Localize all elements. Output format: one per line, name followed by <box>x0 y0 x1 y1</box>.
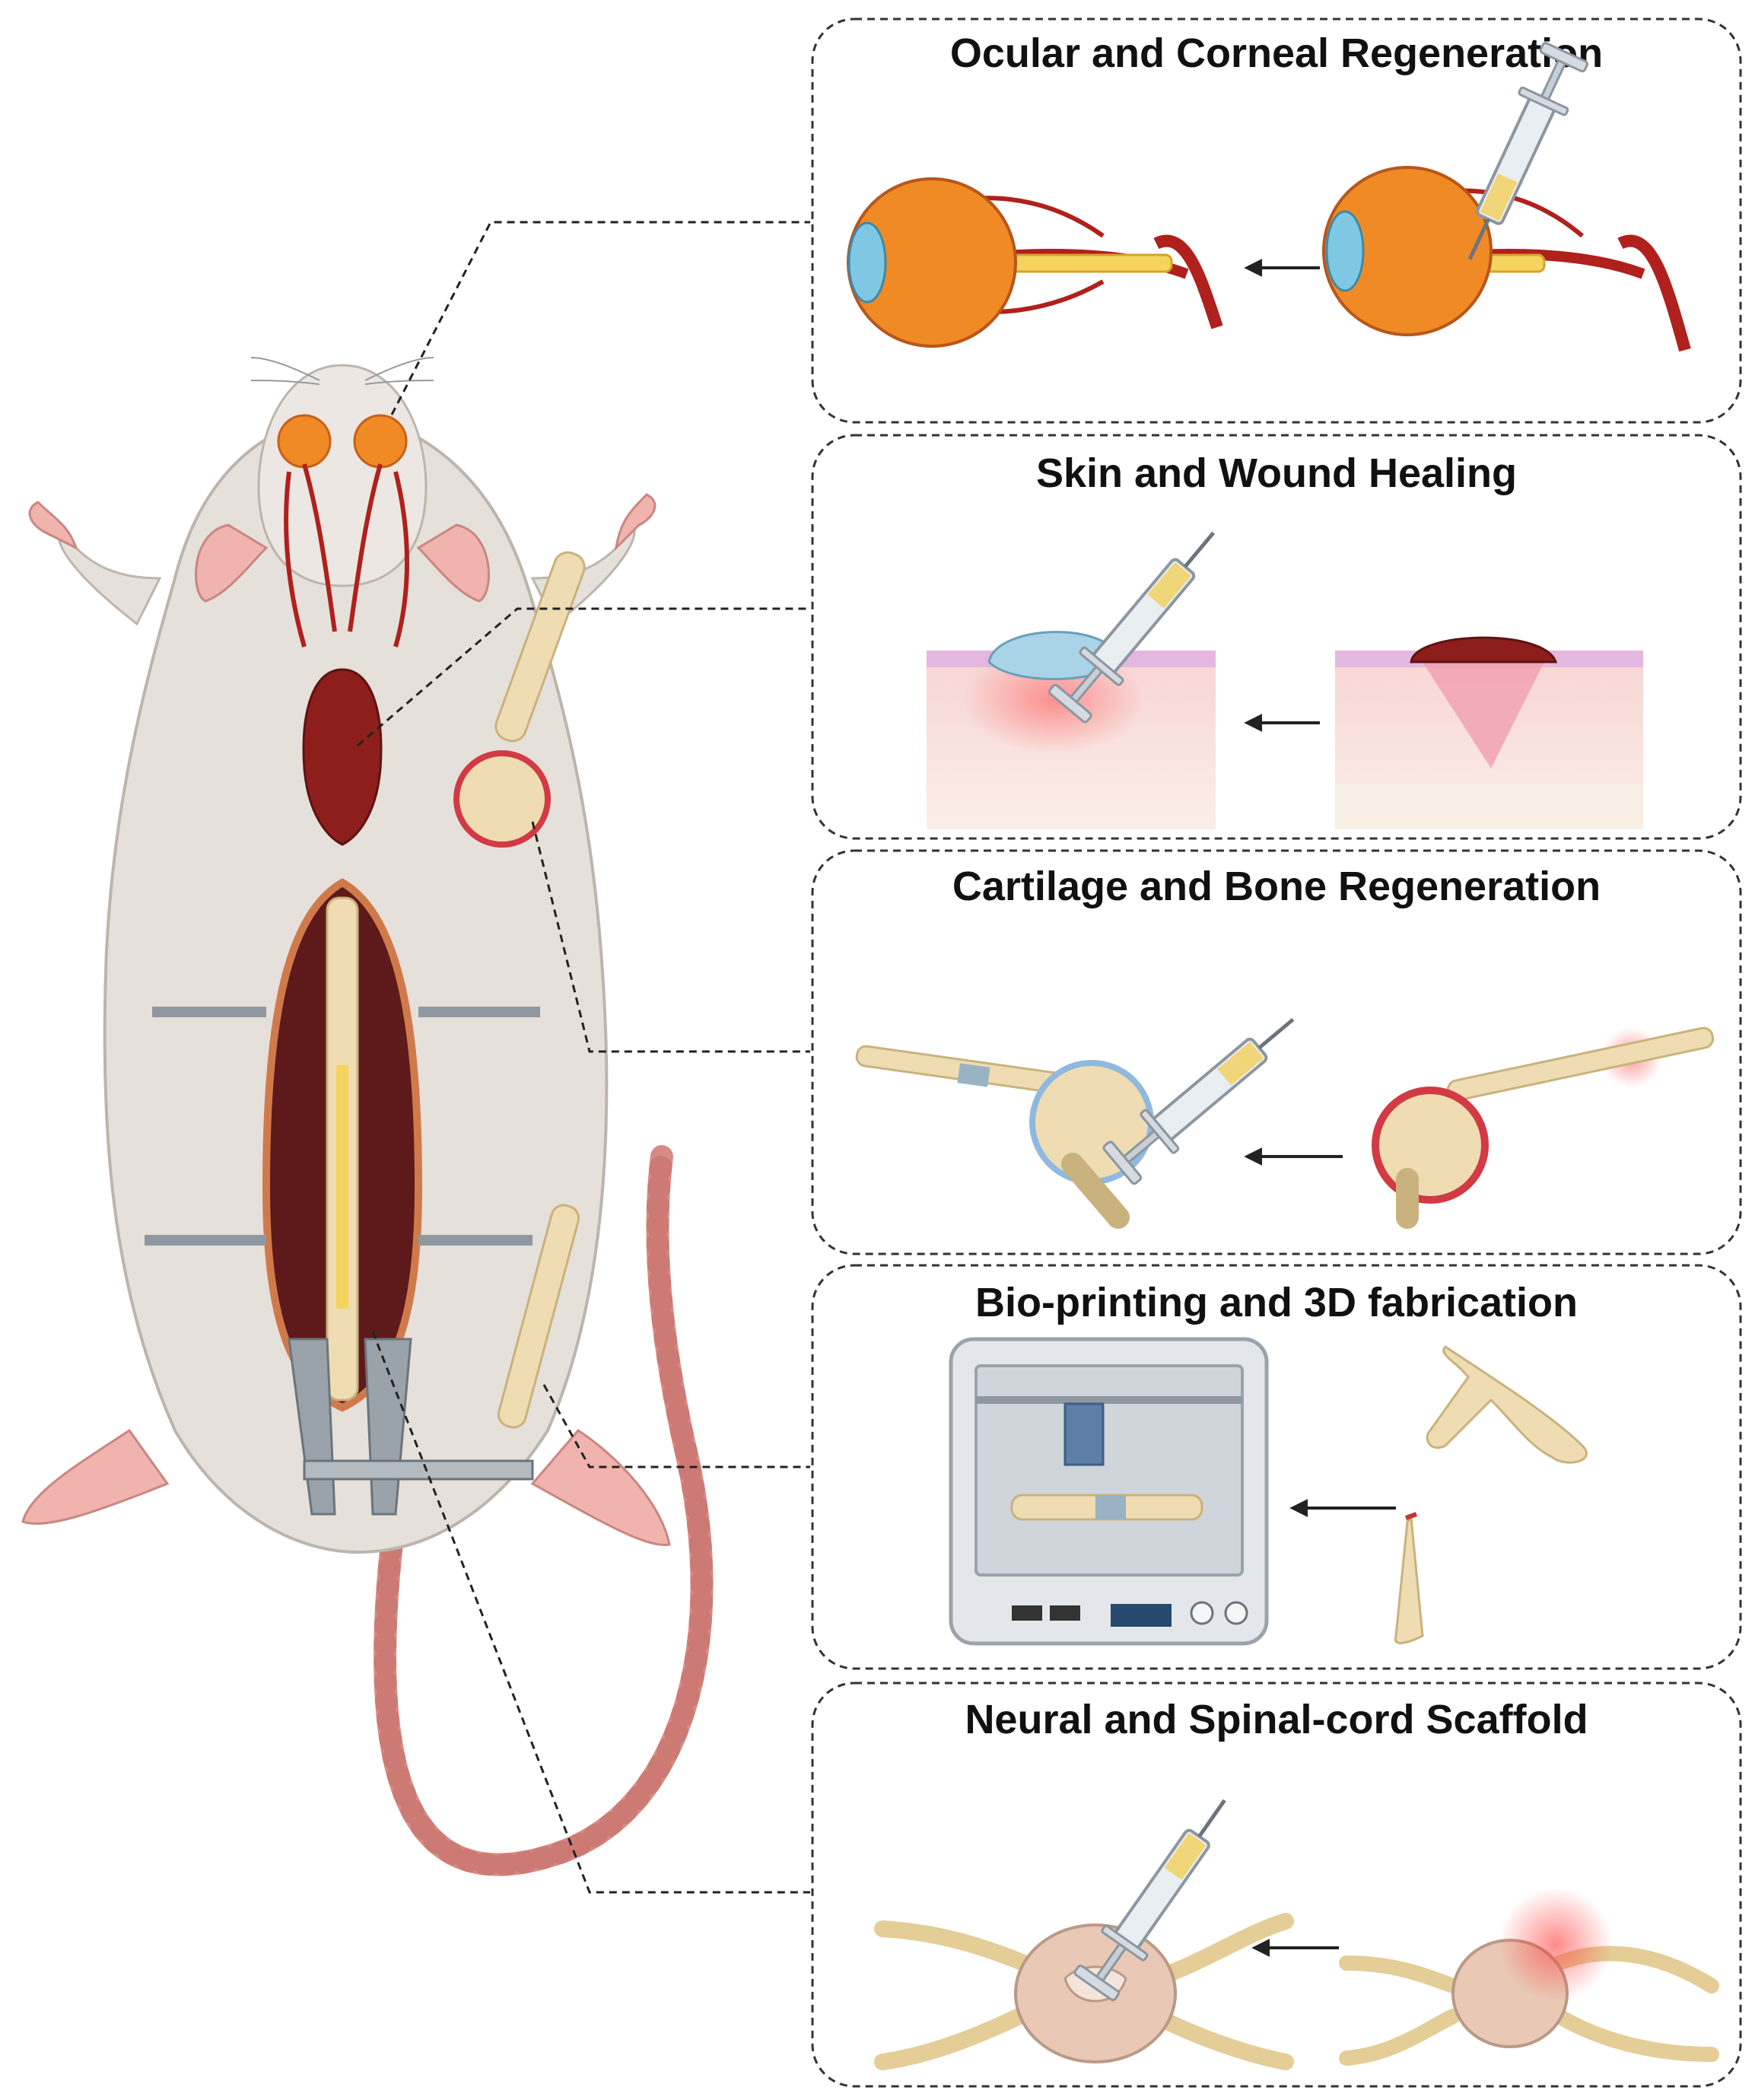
healed-joint-icon <box>855 1045 1154 1229</box>
panel-skin: Skin and Wound Healing <box>811 434 1742 840</box>
panel-cartilage: Cartilage and Bone Regeneration <box>811 849 1742 1255</box>
rat-leg-bone <box>497 1204 580 1429</box>
rat-chest-wound <box>302 668 383 846</box>
rat-hand-left <box>28 501 78 550</box>
rat-whiskers <box>250 357 434 385</box>
connector-neural <box>371 1331 810 1894</box>
open-wound-icon <box>1335 636 1643 829</box>
panel-neural-title: Neural and Spinal-cord Scaffold <box>965 1697 1588 1742</box>
healing-skin-icon <box>927 631 1216 829</box>
rat-ear-right <box>416 523 490 603</box>
connector-skin <box>357 607 810 747</box>
panel-neural: Neural and Spinal-cord Scaffold <box>811 1682 1742 2088</box>
rat-eye-right <box>353 414 408 469</box>
spinal-cord-icon <box>874 1786 1719 2070</box>
connector-lines <box>357 221 810 1894</box>
injured-eye-icon <box>1322 166 1691 352</box>
rat-hand-right <box>614 493 657 552</box>
rat-hind-foot-left <box>21 1428 170 1525</box>
rat-blood-vessels <box>284 463 409 648</box>
panel-bioprint: Bio-printing and 3D fabrication <box>811 1264 1742 1670</box>
connector-bioprint <box>542 1384 810 1468</box>
panel-cartilage-title: Cartilage and Bone Regeneration <box>952 864 1601 909</box>
connector-ocular <box>390 221 810 415</box>
connector-cartilage <box>531 821 810 1053</box>
rat-illustration <box>21 357 714 1876</box>
rat-ear-left <box>195 523 269 603</box>
3d-printer-icon <box>949 1337 1269 1646</box>
skin-wound-icon <box>927 516 1643 829</box>
rat-clamp <box>288 1338 534 1516</box>
fractured-bone-icon <box>1394 1345 1588 1644</box>
treated-spinal-cord-icon <box>874 1913 1294 2070</box>
rat-hind-foot-right <box>530 1429 671 1546</box>
damaged-joint-icon <box>1372 1026 1715 1229</box>
panel-ocular-title: Ocular and Corneal Regeneration <box>950 30 1603 76</box>
injured-spinal-cord-icon <box>1339 1887 1719 2066</box>
rat-spine <box>326 896 359 1402</box>
joint-bone-icon <box>855 1000 1715 1229</box>
rat-eye-left <box>277 414 332 469</box>
panel-bioprint-title: Bio-printing and 3D fabrication <box>975 1280 1578 1325</box>
panel-ocular: Ocular and Corneal Regeneration <box>811 18 1742 424</box>
healed-eye-icon <box>847 177 1223 348</box>
rat-retractors <box>145 1007 540 1246</box>
panel-skin-title: Skin and Wound Healing <box>1036 450 1517 496</box>
panel-neural-frame <box>811 1682 1742 2088</box>
rat-arm-bone <box>453 551 586 848</box>
eye-injection-icon <box>847 41 1691 352</box>
